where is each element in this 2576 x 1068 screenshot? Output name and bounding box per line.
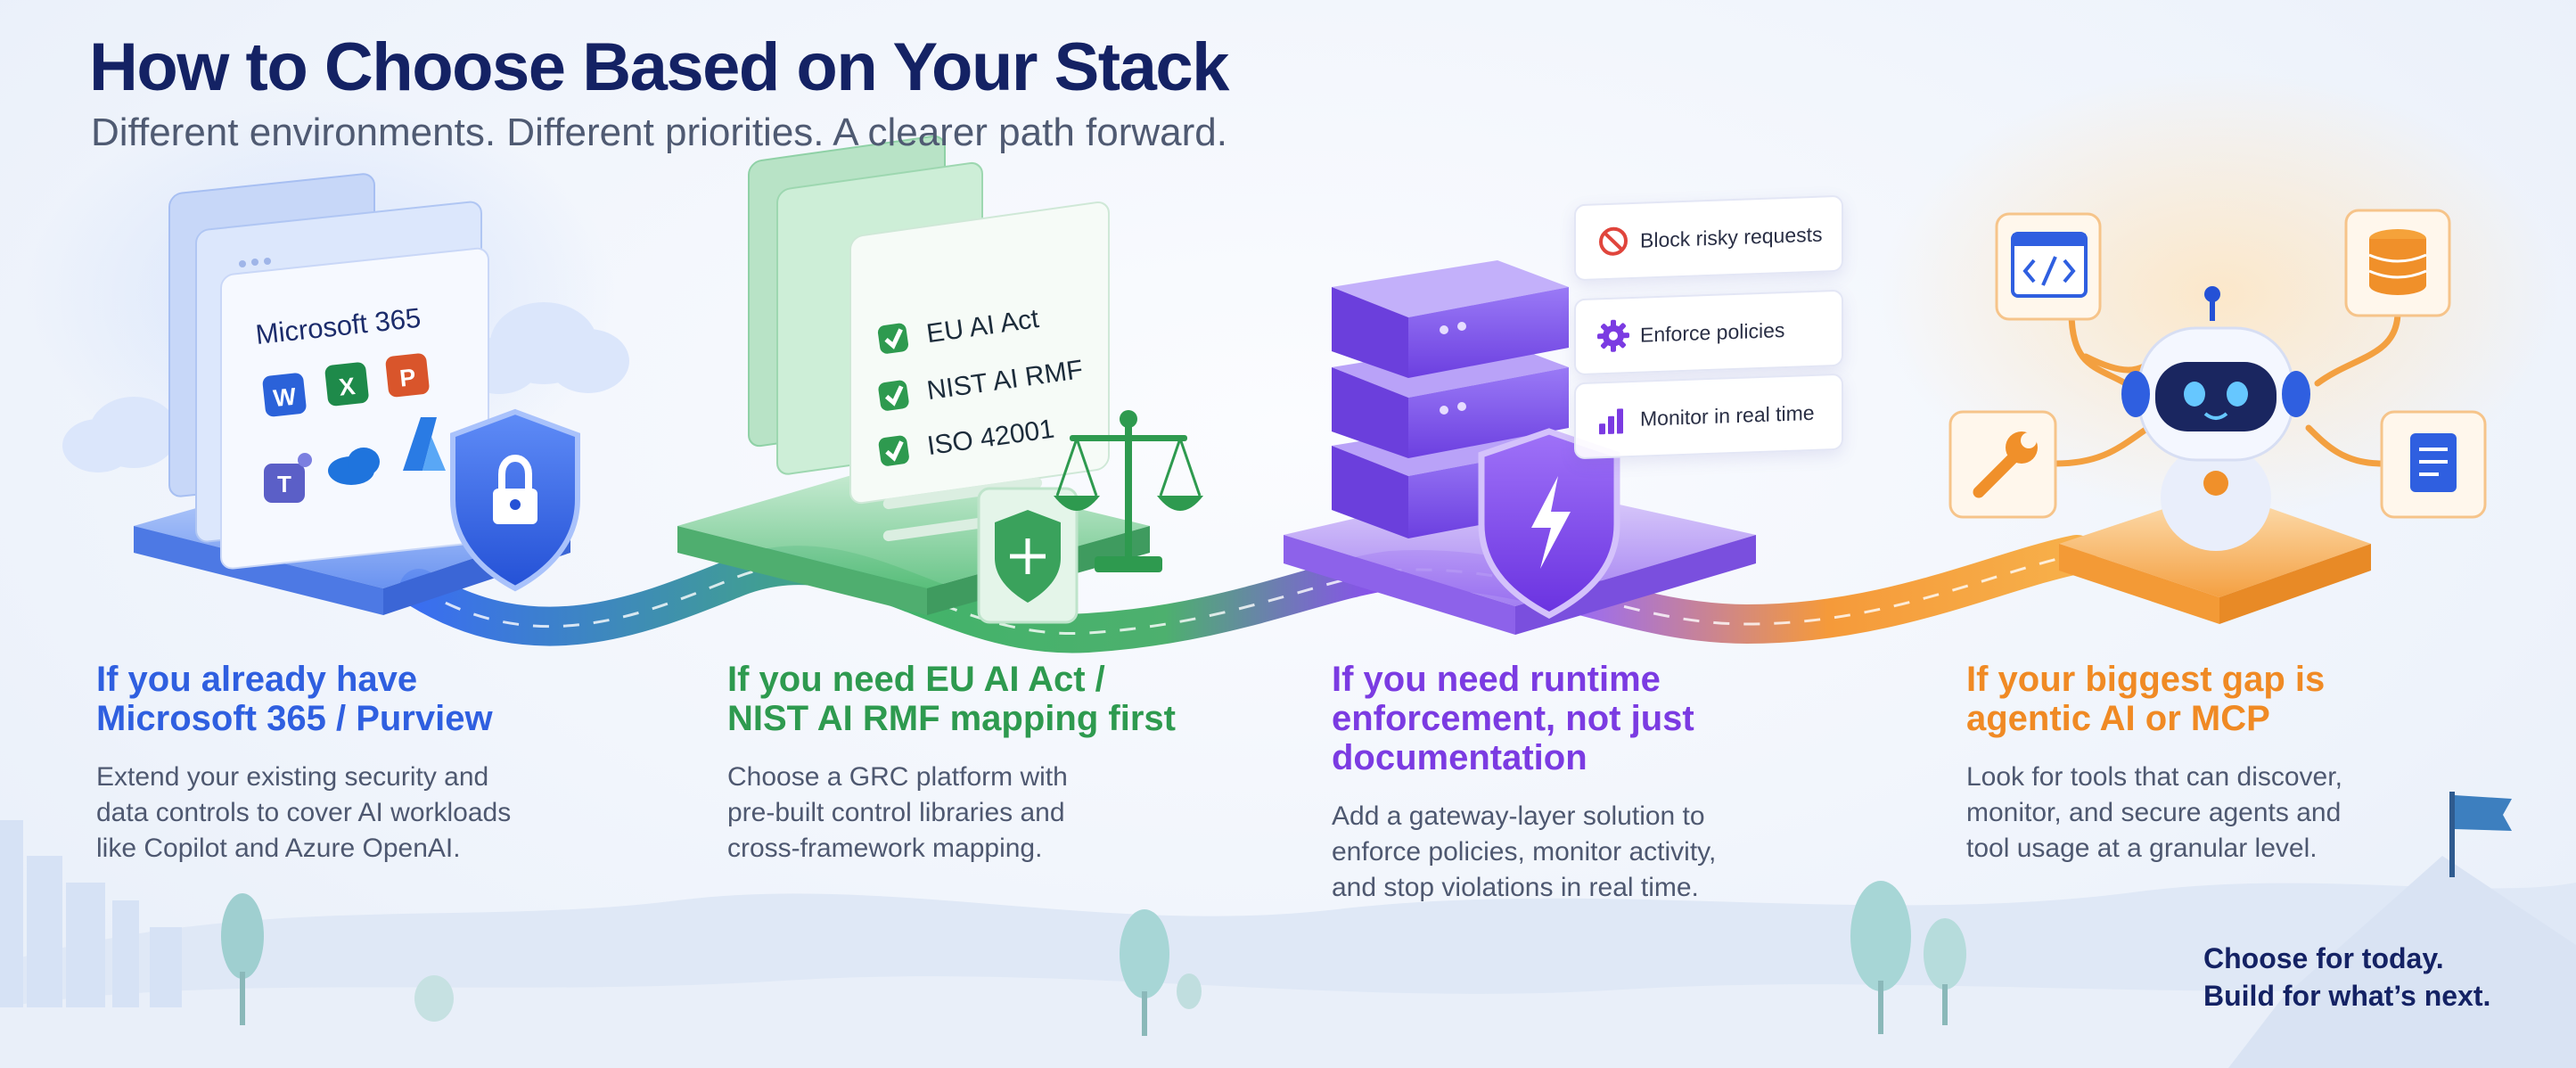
m365-card	[220, 247, 489, 570]
azure-icon	[403, 417, 446, 471]
scales-icon	[1054, 410, 1203, 572]
chip-label: Monitor in real time	[1640, 400, 1815, 431]
mountain	[2228, 856, 2576, 1068]
chip-enforce-policies: Enforce policies	[1574, 289, 1843, 376]
option-description: Choose a GRC platform with pre-built con…	[727, 762, 1068, 863]
svg-text:W: W	[272, 383, 298, 413]
code-window-icon	[1995, 212, 2102, 321]
page-subtitle: Different environments. Different priori…	[91, 111, 1227, 154]
check-icon	[878, 435, 909, 466]
svg-text:T: T	[277, 471, 291, 497]
block-icon	[1587, 225, 1640, 259]
agentic-illustration	[1948, 209, 2487, 624]
lock-shield-icon	[450, 408, 580, 592]
database-icon	[2344, 209, 2451, 317]
connector-lines	[2052, 308, 2401, 467]
option-description: Extend your existing security and data c…	[96, 762, 512, 863]
bar-chart-icon	[1587, 401, 1640, 439]
cloud-icon	[62, 302, 629, 472]
svg-text:X: X	[338, 373, 357, 401]
option-heading: If you need EU AI Act / NIST AI RMF mapp…	[727, 660, 1176, 738]
powerpoint-icon: P	[385, 353, 430, 398]
tagline: Choose for today. Build for what’s next.	[2203, 942, 2491, 1012]
svg-text:P: P	[398, 364, 417, 392]
onedrive-icon	[328, 448, 380, 485]
option-eu-ai-act: If you need EU AI Act / NIST AI RMF mapp…	[727, 660, 1298, 867]
option-agentic-ai: If your biggest gap is agentic AI or MCP…	[1966, 660, 2537, 867]
wrench-icon	[1948, 410, 2057, 519]
gear-icon	[1587, 317, 1640, 355]
m365-illustration: Microsoft 365 W X P T	[62, 173, 629, 615]
road	[399, 535, 2096, 653]
document-icon	[2380, 410, 2487, 519]
compliance-illustration: EU AI Act NIST AI RMF ISO 42001	[677, 135, 1203, 624]
option-heading: If you need runtime enforcement, not jus…	[1332, 660, 1694, 777]
check-icon	[877, 323, 909, 354]
flag-icon	[2449, 792, 2512, 877]
option-heading: If your biggest gap is agentic AI or MCP	[1966, 660, 2326, 738]
option-description: Add a gateway-layer solution to enforce …	[1332, 801, 1717, 902]
chip-block-risky-requests: Block risky requests	[1574, 194, 1843, 282]
robot-icon	[2121, 286, 2310, 551]
plus-shield-icon	[977, 487, 1079, 624]
trees	[221, 881, 1966, 1036]
excel-icon: X	[324, 362, 369, 407]
option-description: Look for tools that can discover, monito…	[1966, 762, 2342, 863]
city-silhouette	[0, 820, 182, 1007]
chip-monitor-in-real-time: Monitor in real time	[1574, 373, 1843, 460]
check-icon	[878, 380, 909, 411]
option-runtime-enforcement: If you need runtime enforcement, not jus…	[1332, 660, 1902, 906]
option-microsoft-365: If you already have Microsoft 365 / Purv…	[96, 660, 667, 867]
chip-label: Block risky requests	[1640, 222, 1823, 252]
page-title: How to Choose Based on Your Stack	[89, 29, 1229, 105]
word-icon: W	[262, 373, 307, 417]
teams-icon: T	[264, 453, 312, 503]
gateway-illustration	[1284, 260, 1756, 635]
chip-label: Enforce policies	[1640, 317, 1785, 347]
hills-front	[0, 976, 2576, 1068]
lightning-shield-icon	[1478, 428, 1620, 619]
option-heading: If you already have Microsoft 365 / Purv…	[96, 660, 493, 738]
